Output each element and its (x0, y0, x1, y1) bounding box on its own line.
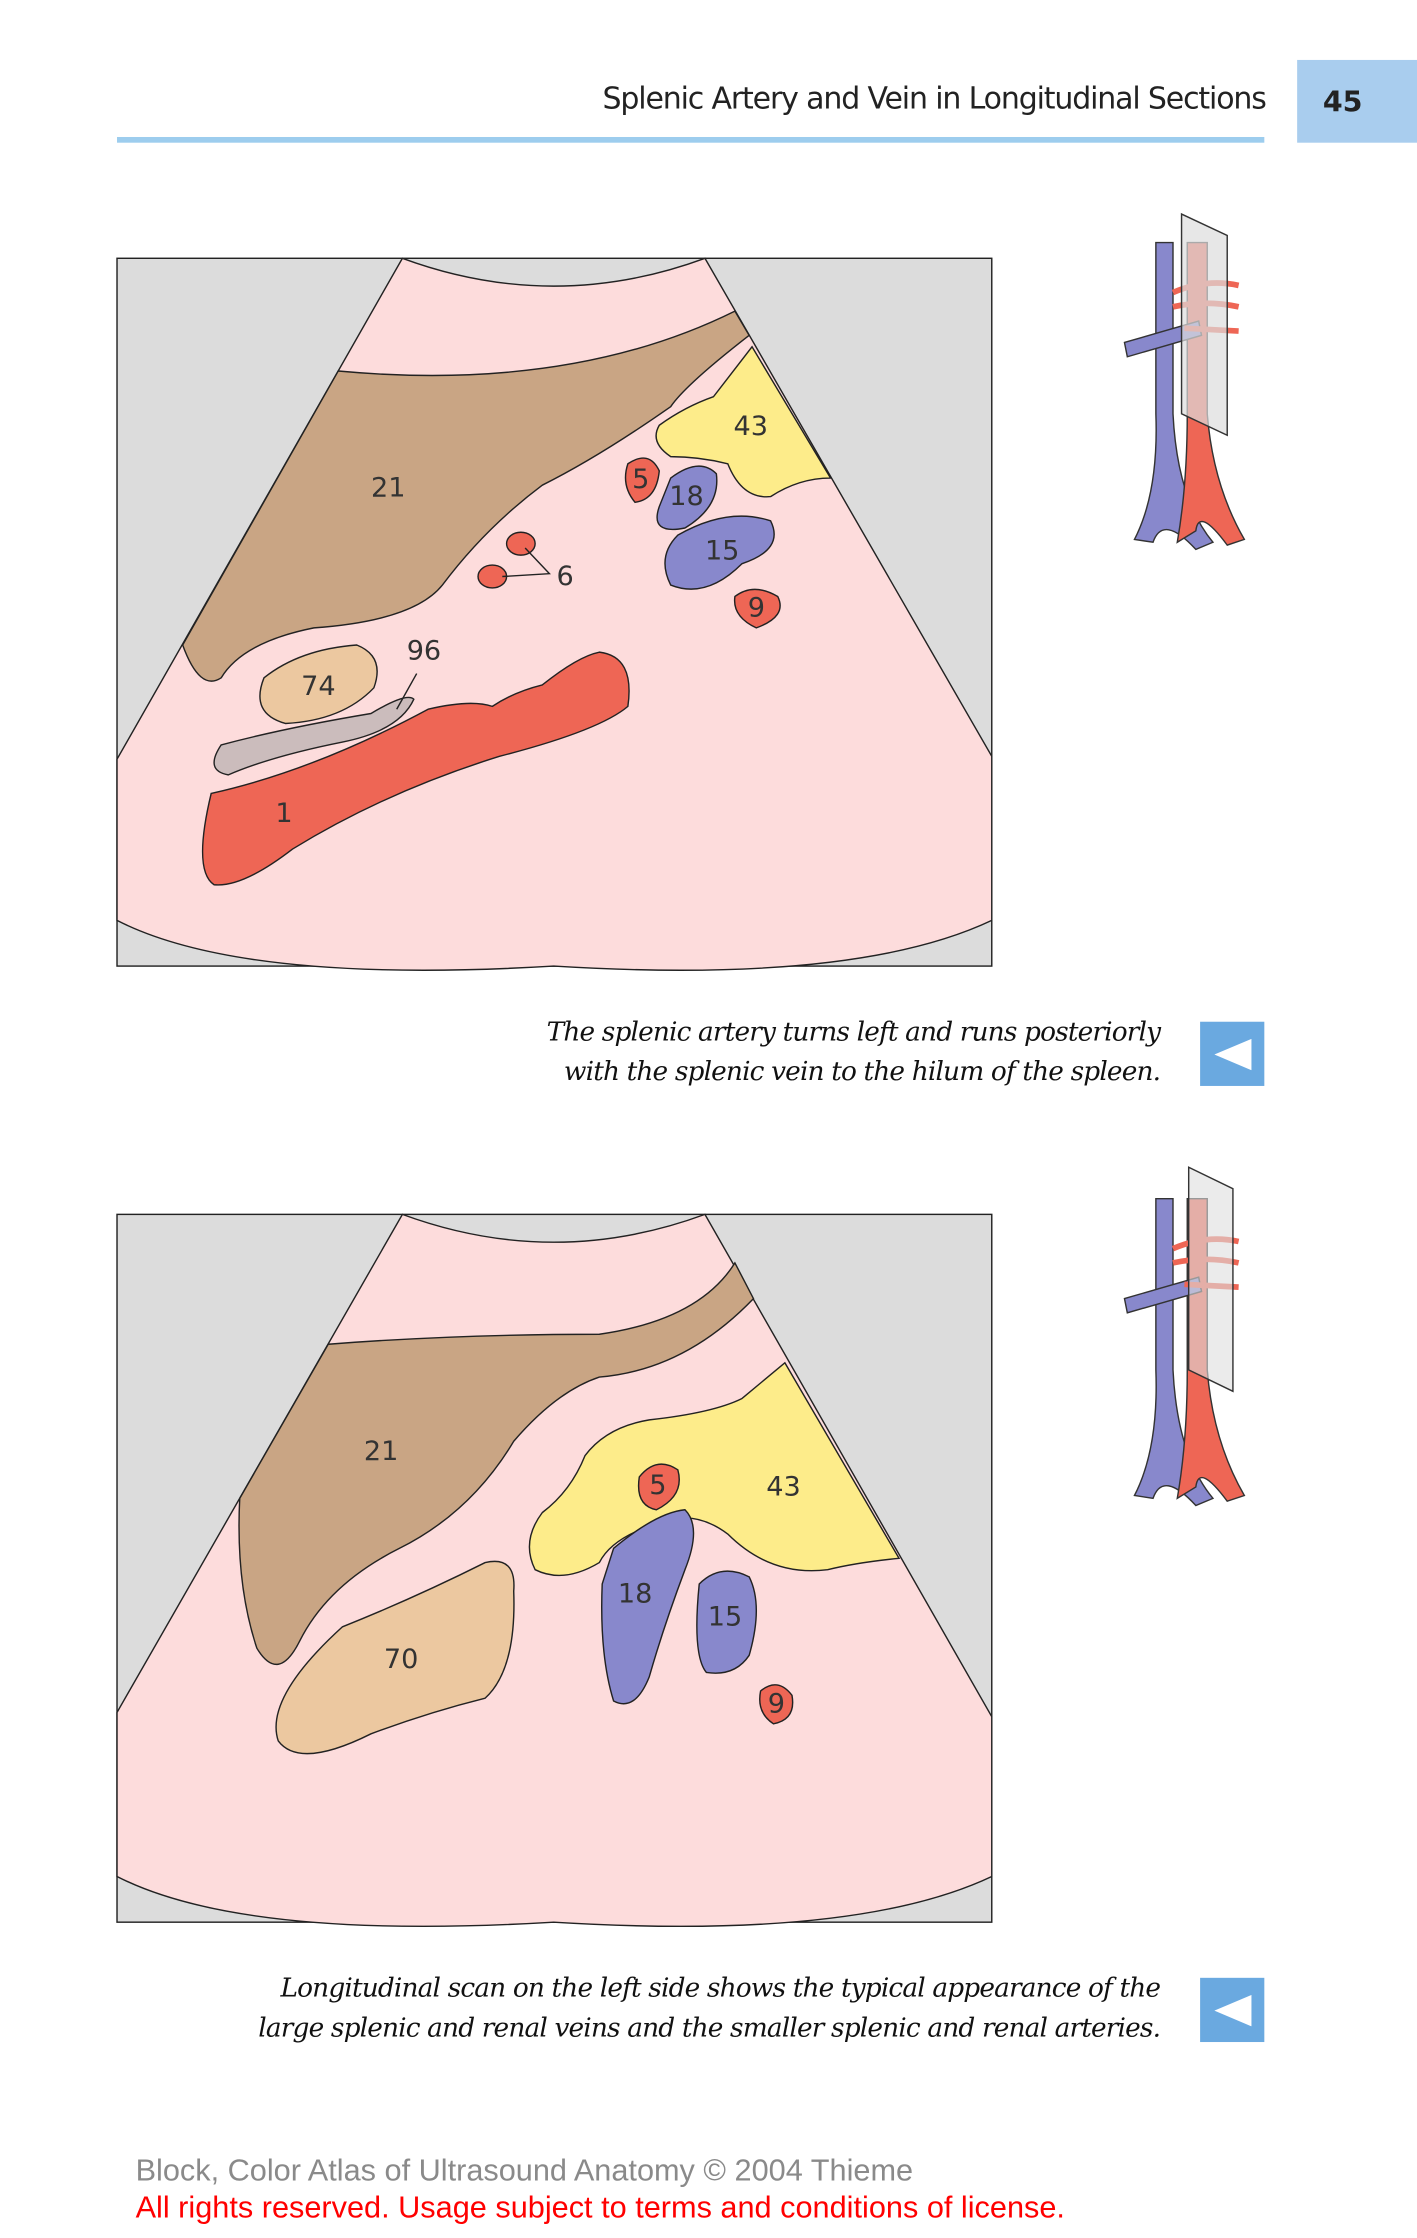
aorta-1 (201, 651, 630, 886)
artery-9 (759, 1684, 794, 1725)
caption-line: large splenic and renal veins and the sm… (258, 2013, 1161, 2044)
caption-line: The splenic artery turns left and runs p… (546, 1017, 1161, 1048)
vein-18 (601, 1509, 695, 1705)
caption-line: with the splenic vein to the hilum of th… (563, 1057, 1161, 1088)
vein-15 (664, 515, 775, 590)
kidney-70 (275, 1560, 515, 1755)
running-header-title: Splenic Artery and Vein in Longitudinal … (602, 81, 1267, 116)
vein-18 (656, 465, 718, 531)
figure-1-caption: The splenic artery turns left and runs p… (547, 1013, 1161, 1093)
label-5: 5 (632, 464, 649, 495)
caption-line: Longitudinal scan on the left side shows… (280, 1973, 1161, 2004)
page-number: 45 (1297, 59, 1417, 143)
label-18: 18 (618, 1579, 653, 1610)
label-6: 6 (557, 561, 574, 592)
triangle-left-icon (1213, 1994, 1251, 2026)
license-notice: All rights reserved. Usage subject to te… (135, 2190, 1065, 2225)
label-21: 21 (371, 473, 406, 504)
diagram-2-labels: 21 43 5 18 15 9 70 (364, 1436, 801, 1720)
previous-page-button[interactable] (1200, 1977, 1265, 2043)
pancreas-43 (655, 345, 832, 498)
label-9: 9 (748, 592, 765, 623)
artery-6b (477, 564, 508, 589)
orientation-thumbnail-1 (1123, 212, 1246, 551)
structure-96 (213, 696, 415, 776)
previous-page-button[interactable] (1200, 1021, 1265, 1086)
label-15: 15 (708, 1601, 743, 1632)
artery-9 (733, 588, 781, 629)
pancreas-43 (528, 1361, 901, 1577)
label-15: 15 (705, 535, 740, 566)
label-18: 18 (669, 481, 704, 512)
label-9: 9 (768, 1688, 785, 1719)
diagram-1-labels: 21 43 5 18 15 6 9 96 74 1 (275, 411, 768, 829)
label-43: 43 (733, 411, 767, 442)
liver-21 (238, 1261, 755, 1666)
ultrasound-diagram-1 (116, 257, 993, 971)
label-5: 5 (649, 1470, 666, 1501)
ultrasound-diagram-2 (116, 1213, 993, 1928)
kidney-74 (259, 644, 378, 725)
label-21: 21 (364, 1436, 399, 1467)
label-1: 1 (275, 798, 292, 829)
artery-5 (637, 1463, 680, 1511)
vein-15 (696, 1570, 758, 1674)
artery-6a (505, 531, 536, 556)
label-70: 70 (384, 1644, 419, 1675)
artery-5 (624, 457, 661, 504)
label-96: 96 (407, 635, 442, 666)
label-74: 74 (301, 671, 335, 702)
header-rule (117, 136, 1265, 143)
orientation-thumbnail-2 (1123, 1166, 1246, 1507)
figure-2-caption: Longitudinal scan on the left side shows… (258, 1969, 1161, 2049)
triangle-left-icon (1213, 1038, 1251, 1070)
label-43: 43 (766, 1471, 801, 1502)
copyright-notice: Block, Color Atlas of Ultrasound Anatomy… (135, 2153, 914, 2188)
liver-21 (181, 310, 751, 682)
